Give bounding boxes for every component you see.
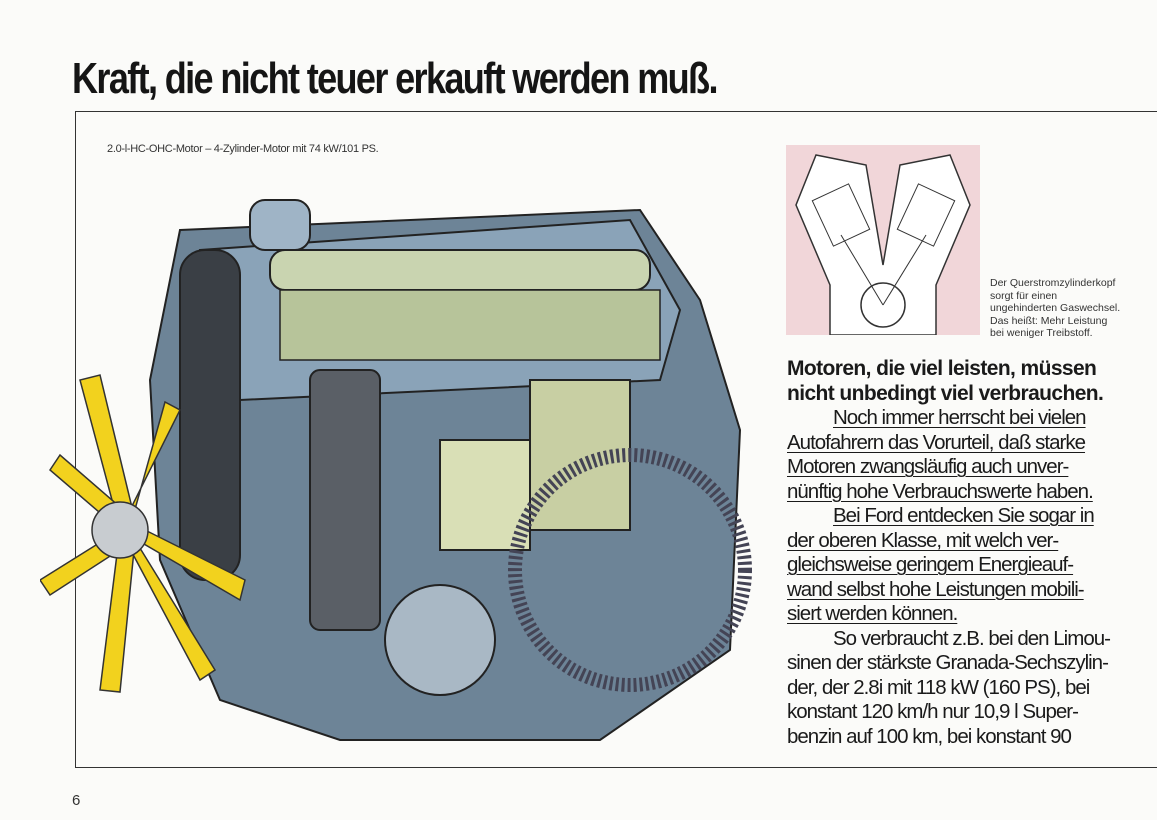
body-line: wand selbst hohe Leistungen mobili-: [787, 577, 1085, 601]
body-line: Autofahrern das Vorurteil, daß starke: [787, 430, 1086, 454]
cooling-fan: [40, 374, 246, 693]
heading-line: nicht unbedingt viel verbrauchen.: [787, 382, 1104, 405]
frame-divider: [75, 111, 76, 768]
body-line: siert werden können.: [787, 602, 958, 625]
caption-line: Der Querstromzylinderkopf: [990, 277, 1116, 289]
body-line: gleichsweise geringem Energieauf-: [787, 553, 1074, 576]
body-line: sinen der stärkste Granada-Sechszylin-: [787, 651, 1109, 674]
engine-cutaway-illustration: [40, 199, 752, 741]
body-line: Noch immer herrscht bei vielen: [833, 406, 1087, 429]
caption-line: ungehinderten Gaswechsel.: [990, 302, 1121, 314]
body-line: So verbraucht z.B. bei den Limou-: [833, 626, 1111, 650]
crossflow-cylinder-head-diagram: [786, 145, 980, 335]
caption-line: sorgt für einen: [990, 289, 1058, 302]
body-line: konstant 120 km/h nur 10,9 l Super-: [787, 700, 1079, 723]
section-heading: Motoren, die viel leisten, müssen nicht …: [787, 356, 1104, 406]
caption-line: bei weniger Treibstoff.: [990, 327, 1093, 339]
page-title: Kraft, die nicht teuer erkauft werden mu…: [72, 54, 718, 103]
body-text: Noch immer herrscht bei vielen Autofahre…: [787, 406, 1111, 749]
caption-line: Das heißt: Mehr Leistung: [990, 314, 1108, 327]
body-line: benzin auf 100 km, bei konstant 90: [787, 724, 1072, 748]
body-line: der oberen Klasse, mit welch ver-: [787, 528, 1059, 552]
body-line: der, der 2.8i mit 118 kW (160 PS), bei: [787, 675, 1090, 699]
body-line: Bei Ford entdecken Sie sogar in: [833, 504, 1095, 527]
image-caption: 2.0-l-HC-OHC-Motor – 4-Zylinder-Motor mi…: [107, 143, 379, 155]
body-line: Motoren zwangsläufig auch unver-: [787, 455, 1069, 478]
page-number: 6: [72, 792, 81, 809]
frame-divider: [75, 111, 1157, 112]
frame-divider: [75, 767, 1157, 768]
heading-line: Motoren, die viel leisten, müssen: [787, 357, 1097, 380]
body-line: nünftig hohe Verbrauchswerte haben.: [787, 479, 1094, 503]
inset-caption: Der Querstromzylinderkopf sorgt für eine…: [990, 277, 1150, 340]
